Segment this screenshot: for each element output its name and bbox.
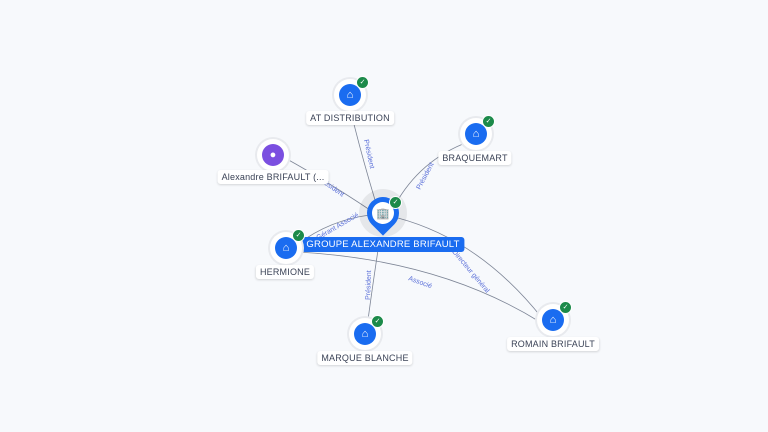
edge-label: Associé (407, 275, 433, 290)
edge-label: Président (416, 161, 436, 190)
node-at-distribution[interactable]: ⌂✓ (334, 76, 369, 111)
verified-check-icon: ✓ (559, 301, 572, 314)
node-romain-brifault[interactable]: ⌂✓ (537, 301, 572, 336)
node-hermione[interactable]: ⌂✓ (270, 229, 305, 264)
verified-check-icon: ✓ (371, 315, 384, 328)
building-icon: ⌂ (339, 84, 361, 106)
building-icon: ⌂ (354, 323, 376, 345)
node-braquemart[interactable]: ⌂✓ (460, 115, 495, 150)
building-icon: ⌂ (465, 123, 487, 145)
node-label[interactable]: HERMIONE (255, 265, 315, 279)
verified-check-icon: ✓ (389, 196, 402, 209)
center-label[interactable]: GROUPE ALEXANDRE BRIFAULT (301, 237, 465, 252)
person-icon: ● (262, 144, 284, 166)
verified-check-icon: ✓ (356, 76, 369, 89)
node-marque-blanche[interactable]: ⌂✓ (349, 315, 384, 350)
building-icon: ⌂ (275, 237, 297, 259)
edge-braquemart-center (394, 141, 469, 206)
edge-center-romain (397, 217, 543, 319)
edge-label: Président (362, 139, 375, 169)
building-icon: 🏢 (372, 202, 394, 224)
building-icon: ⌂ (542, 309, 564, 331)
node-label[interactable]: BRAQUEMART (438, 151, 512, 165)
node-alexandre-brifault[interactable]: ● (257, 139, 289, 171)
edge-label: Président (365, 270, 373, 300)
node-label[interactable]: Alexandre BRIFAULT (... (217, 170, 329, 184)
edge-label: Directeur général (450, 249, 490, 295)
node-label[interactable]: MARQUE BLANCHE (317, 351, 413, 365)
verified-check-icon: ✓ (292, 229, 305, 242)
edge-center-marque (367, 249, 379, 321)
edge-hermione-romain (297, 251, 541, 323)
node-label[interactable]: ROMAIN BRIFAULT (507, 337, 599, 351)
verified-check-icon: ✓ (482, 115, 495, 128)
node-label[interactable]: AT DISTRIBUTION (306, 111, 394, 125)
